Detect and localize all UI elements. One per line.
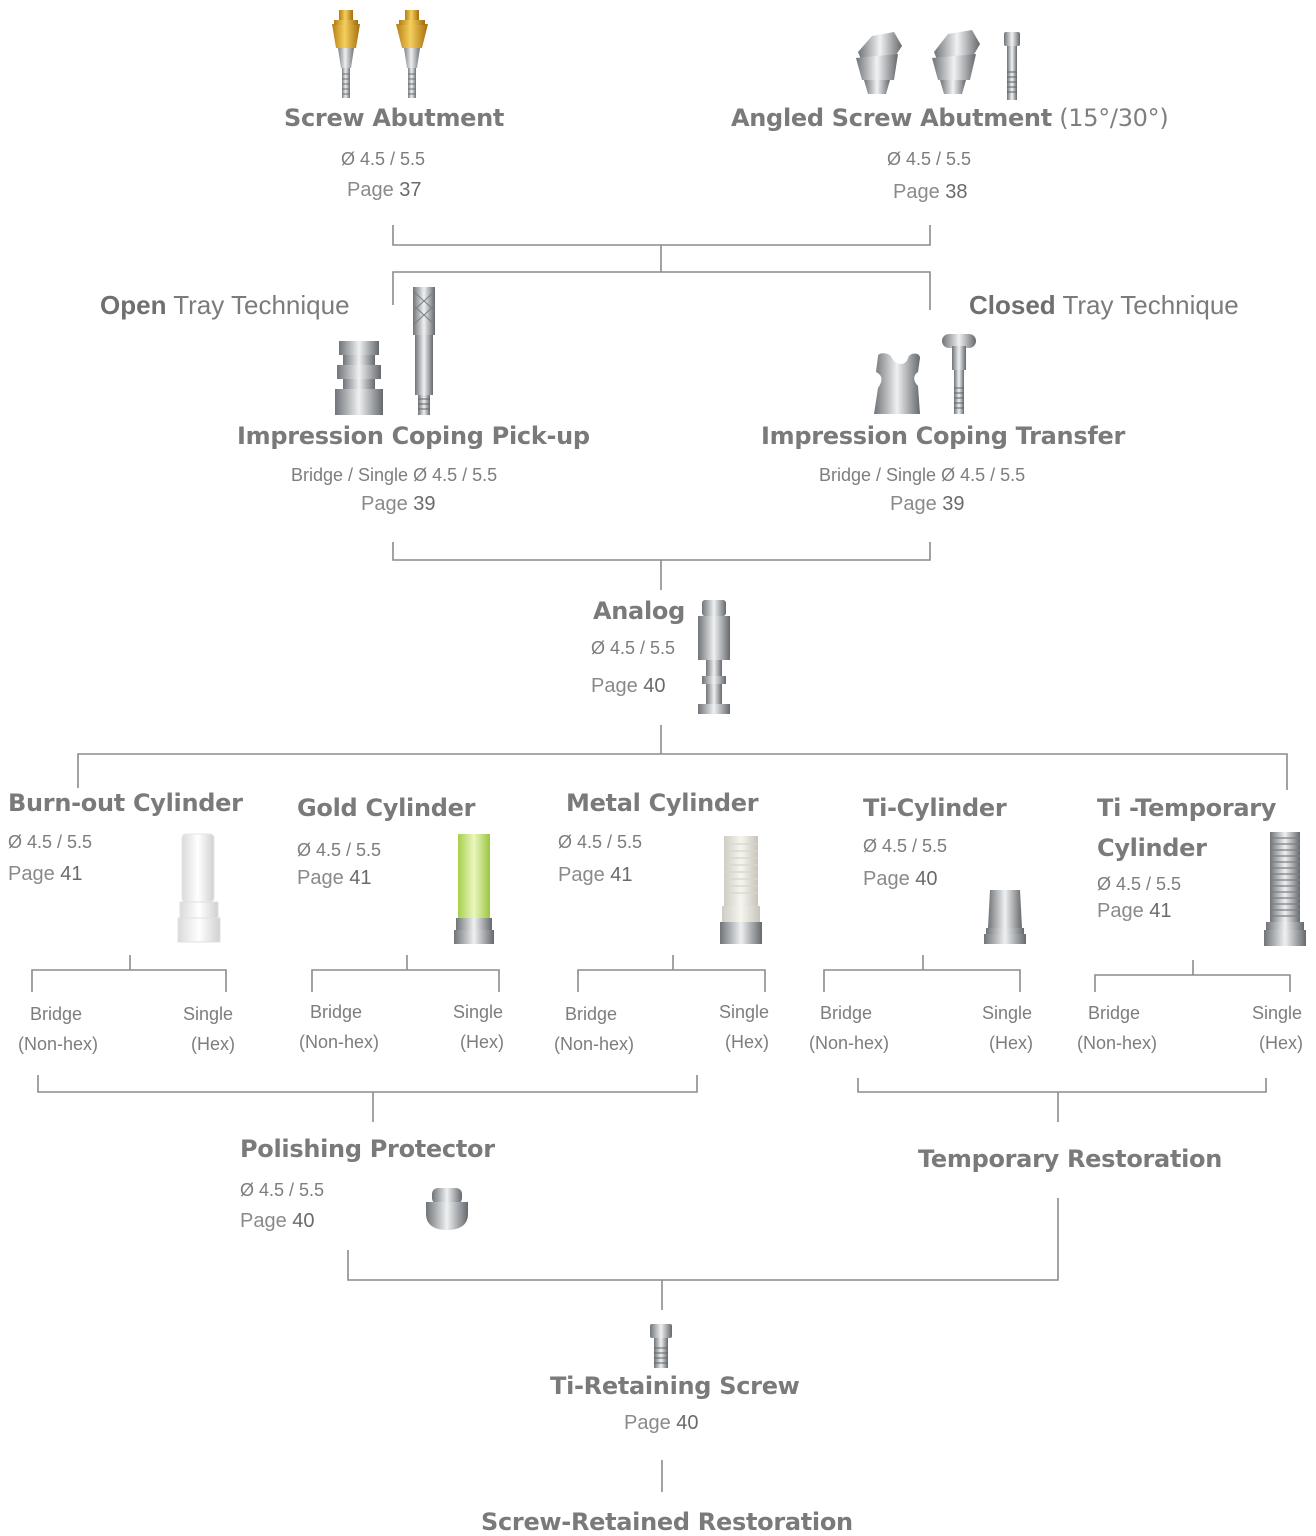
angled-abutment-image: [856, 30, 1020, 100]
gold-title: Gold Cylinder: [297, 794, 476, 822]
ti-cylinder-page: Page 40: [863, 868, 938, 890]
ti-cylinder-single: Single: [981, 1003, 1032, 1023]
transfer-title: Impression Coping Transfer: [761, 422, 1125, 450]
gold-bridge: Bridge: [310, 1002, 363, 1022]
metal-title: Metal Cylinder: [566, 789, 759, 817]
metal-bridge-sub: (Non-hex): [554, 1034, 635, 1054]
gold-page: Page 41: [297, 867, 372, 889]
ti-temporary-spec: Ø 4.5 / 5.5: [1097, 874, 1182, 894]
open-tray-label: Open Tray Technique: [100, 290, 350, 320]
analog-image: [698, 600, 730, 714]
ti-cylinder-image: [984, 890, 1026, 944]
ti-temporary-single: Single: [1251, 1003, 1302, 1023]
burnout-cylinder-image: [177, 833, 221, 943]
analog-page: Page 40: [591, 675, 666, 697]
gold-single: Single: [452, 1002, 503, 1022]
analog-title: Analog: [593, 597, 685, 625]
pickup-page: Page 39: [361, 493, 436, 515]
burnout-bridge-sub: (Non-hex): [18, 1034, 99, 1054]
ti-cylinder-spec: Ø 4.5 / 5.5: [863, 836, 948, 856]
retaining-screw-page: Page 40: [624, 1412, 699, 1434]
retaining-screw-title: Ti-Retaining Screw: [550, 1372, 800, 1400]
burnout-spec: Ø 4.5 / 5.5: [8, 832, 93, 852]
impression-bracket: [392, 271, 931, 310]
ti-temporary-single-sub: (Hex): [1259, 1033, 1303, 1053]
ti-cylinder-title: Ti-Cylinder: [863, 794, 1007, 822]
transfer-page: Page 39: [890, 493, 965, 515]
ti-temporary-title-line2: Cylinder: [1097, 834, 1207, 862]
transfer-coping-image: [874, 334, 976, 414]
coping-bracket: [392, 542, 931, 561]
polishing-title: Polishing Protector: [240, 1135, 495, 1163]
polishing-spec: Ø 4.5 / 5.5: [240, 1180, 325, 1200]
gold-bridge-sub: (Non-hex): [299, 1032, 380, 1052]
closed-tray-label: Closed Tray Technique: [969, 290, 1239, 320]
pickup-coping-image: [335, 287, 436, 415]
gold-spec: Ø 4.5 / 5.5: [297, 840, 382, 860]
ti-temporary-cylinder-image: [1264, 832, 1306, 946]
burnout-page: Page 41: [8, 863, 83, 885]
polishing-page: Page 40: [240, 1210, 315, 1232]
ti-cylinder-single-sub: (Hex): [989, 1033, 1033, 1053]
burnout-single-sub: (Hex): [191, 1034, 235, 1054]
abutment-bracket: [392, 225, 931, 246]
screw-abutment-image: [332, 10, 428, 98]
restoration-bracket: [347, 1198, 1059, 1281]
temporary-restoration-title: Temporary Restoration: [918, 1145, 1223, 1173]
analog-spec: Ø 4.5 / 5.5: [591, 638, 676, 658]
screw-abutment-page: Page 37: [347, 179, 422, 201]
metal-page: Page 41: [558, 864, 633, 886]
metal-single: Single: [718, 1002, 769, 1022]
burnout-bridge: Bridge: [30, 1004, 83, 1024]
retaining-screw-image: [650, 1324, 672, 1368]
angled-abutment-title: Angled Screw Abutment (15°/30°): [731, 104, 1169, 132]
metal-spec: Ø 4.5 / 5.5: [558, 832, 643, 852]
polishing-protector-image: [426, 1188, 468, 1230]
angled-abutment-spec: Ø 4.5 / 5.5: [887, 149, 972, 169]
ti-cylinder-bridge: Bridge: [820, 1003, 873, 1023]
gold-single-sub: (Hex): [460, 1032, 504, 1052]
transfer-spec: Bridge / Single Ø 4.5 / 5.5: [819, 465, 1026, 485]
cylinder-bracket: [77, 753, 1288, 790]
gold-cylinder-image: [454, 834, 494, 944]
ti-temporary-page: Page 41: [1097, 900, 1172, 922]
ti-temporary-bridge-sub: (Non-hex): [1077, 1033, 1158, 1053]
screw-abutment-spec: Ø 4.5 / 5.5: [341, 149, 426, 169]
polishing-bracket: [37, 1075, 698, 1093]
pickup-spec: Bridge / Single Ø 4.5 / 5.5: [291, 465, 498, 485]
screw-retained-restoration-title: Screw-Retained Restoration: [481, 1508, 853, 1536]
metal-cylinder-image: [720, 836, 762, 944]
metal-single-sub: (Hex): [725, 1032, 769, 1052]
angled-abutment-page: Page 38: [893, 181, 968, 203]
ti-temporary-bridge: Bridge: [1088, 1003, 1141, 1023]
metal-bridge: Bridge: [565, 1004, 618, 1024]
ti-temporary-title-line1: Ti -Temporary: [1097, 794, 1277, 822]
ti-cylinder-bridge-sub: (Non-hex): [809, 1033, 890, 1053]
pickup-title: Impression Coping Pick-up: [237, 422, 590, 450]
burnout-single: Single: [182, 1004, 233, 1024]
temporary-bracket: [857, 1078, 1267, 1093]
burnout-title: Burn-out Cylinder: [8, 789, 243, 817]
screw-abutment-title: Screw Abutment: [284, 104, 505, 132]
